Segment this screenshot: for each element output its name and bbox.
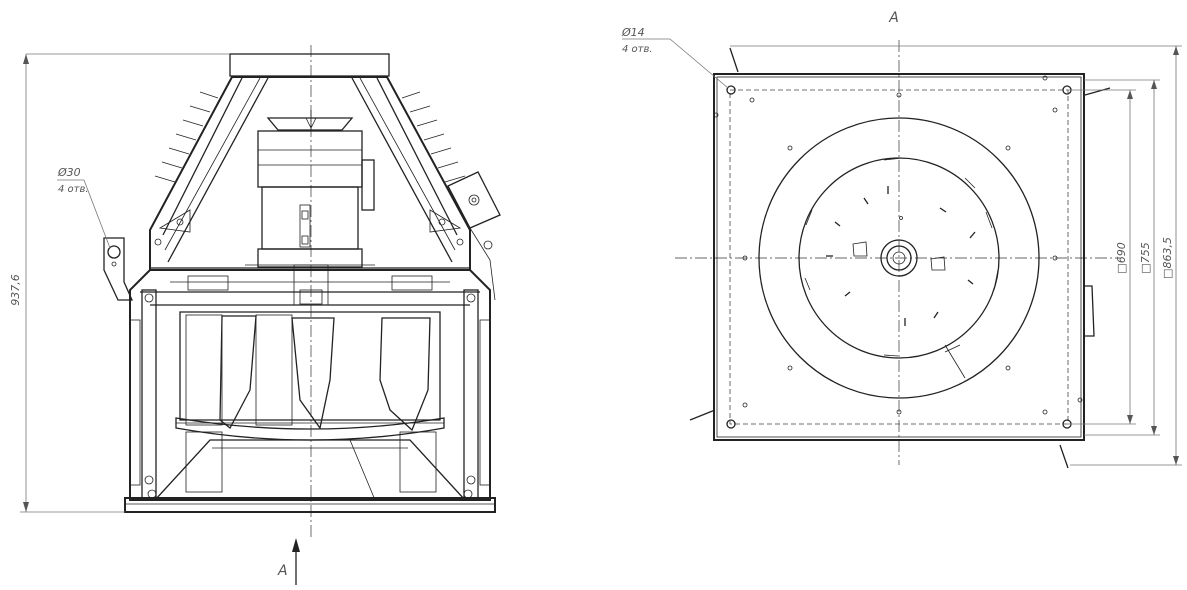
dim-690: □690 bbox=[1115, 242, 1128, 273]
terminal-box bbox=[447, 171, 501, 301]
view-a: A bbox=[621, 10, 1182, 469]
view-a-hole-diameter: Ø14 bbox=[621, 26, 645, 39]
housing bbox=[129, 269, 491, 501]
front-view: 937,6 Ø30 4 отв. A bbox=[9, 45, 501, 585]
impeller bbox=[175, 311, 445, 441]
front-hole-diameter: Ø30 bbox=[57, 166, 81, 179]
impeller-blades bbox=[826, 186, 976, 326]
front-hole-count: 4 отв. bbox=[58, 184, 89, 195]
bolt-pattern bbox=[729, 89, 1069, 425]
view-a-title: A bbox=[888, 10, 899, 26]
lifting-lug bbox=[103, 237, 134, 301]
dim-863-5: □863,5 bbox=[1161, 237, 1174, 279]
mesh-guard-left bbox=[185, 314, 223, 426]
base-square bbox=[713, 73, 1085, 441]
mesh-guard-lower-left bbox=[185, 431, 223, 493]
inlet-ring bbox=[758, 117, 1040, 399]
inlet-cone bbox=[153, 439, 467, 501]
mesh-guard-center bbox=[255, 314, 293, 426]
view-a-hole-count: 4 отв. bbox=[622, 44, 653, 55]
hub bbox=[852, 216, 946, 277]
view-a-dimensions bbox=[730, 45, 1182, 466]
dim-755: □755 bbox=[1139, 242, 1152, 273]
base-plate bbox=[124, 497, 496, 513]
small-holes bbox=[713, 75, 1083, 415]
side-box bbox=[1083, 285, 1095, 337]
height-dimension: 937,6 bbox=[9, 274, 22, 306]
top-cap bbox=[229, 53, 390, 77]
view-arrow-label: A bbox=[277, 563, 288, 579]
motor bbox=[245, 110, 375, 306]
